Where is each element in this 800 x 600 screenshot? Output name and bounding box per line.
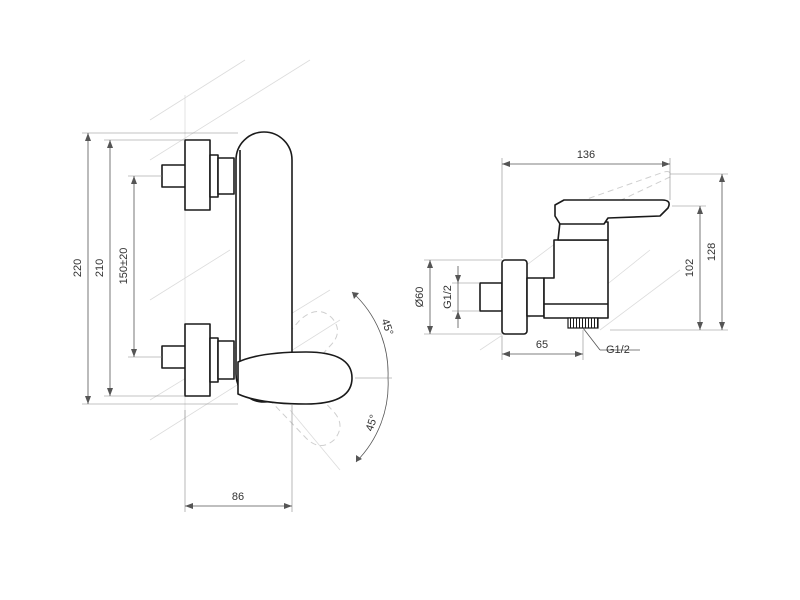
dim-220: [82, 132, 238, 405]
side-outlet-thread: [567, 317, 599, 329]
dim-diameter-60: [424, 259, 502, 335]
label-diameter-60: Ø60: [414, 287, 426, 308]
dim-102: [672, 205, 706, 330]
front-lower-inlet: [161, 323, 235, 397]
dim-inlet-thread: [452, 266, 480, 328]
front-lever-handle: [237, 351, 353, 405]
side-lever: [554, 199, 670, 225]
side-wall-flange: [501, 259, 528, 335]
front-angle-arcs: [351, 291, 392, 463]
label-220: 220: [72, 259, 84, 277]
front-upper-inlet: [161, 139, 235, 211]
label-86: 86: [232, 491, 244, 503]
dim-outlet-thread: [582, 327, 640, 351]
label-65: 65: [536, 339, 548, 351]
front-view: [82, 59, 392, 512]
label-outlet-thread: G1/2: [606, 344, 630, 356]
labels: 220 210 150±20 86 45° 45° 136 128 102 Ø6…: [72, 149, 718, 503]
label-angle-down: 45°: [364, 413, 381, 433]
label-136: 136: [577, 149, 595, 161]
label-150: 150±20: [118, 248, 130, 285]
front-ghost-handle-up: [255, 311, 338, 391]
side-view: [424, 158, 728, 360]
dim-136: [501, 158, 671, 258]
side-mixer-body: [543, 239, 609, 319]
dim-86: [184, 404, 293, 512]
side-inlet-pipe: [479, 282, 503, 312]
label-102: 102: [684, 259, 696, 277]
side-cartridge-cap: [557, 221, 609, 241]
label-210: 210: [94, 259, 106, 277]
side-eccentric-nut: [526, 277, 545, 317]
label-128: 128: [706, 243, 718, 261]
label-inlet-thread: G1/2: [442, 285, 454, 309]
label-angle-up: 45°: [379, 317, 396, 337]
dim-150: [128, 175, 162, 358]
dim-210: [104, 139, 185, 397]
dim-65: [501, 330, 584, 360]
front-ghost-handle-down: [261, 369, 341, 446]
dim-128: [610, 173, 728, 331]
